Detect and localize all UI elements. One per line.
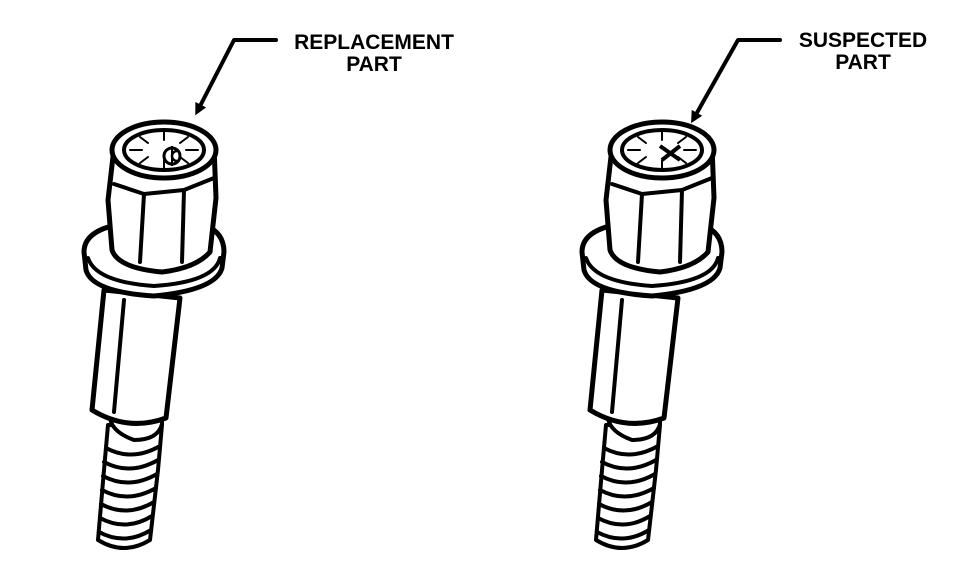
replacement-bolt [84,38,278,548]
replacement-label-line1: REPLACEMENT [294,31,454,54]
suspected-label-line1: SUSPECTED [798,29,928,52]
suspected-part-label: SUSPECTED PART [788,30,938,74]
suspected-label-line2: PART [835,51,891,74]
c-in-circle-mark-icon [162,146,182,166]
x-mark-icon [658,144,682,162]
suspected-leader-arrow [691,38,782,124]
replacement-label-line2: PART [346,53,402,76]
suspected-bolt [582,38,782,548]
replacement-leader-arrow [195,38,278,116]
replacement-part-label: REPLACEMENT PART [284,32,464,76]
